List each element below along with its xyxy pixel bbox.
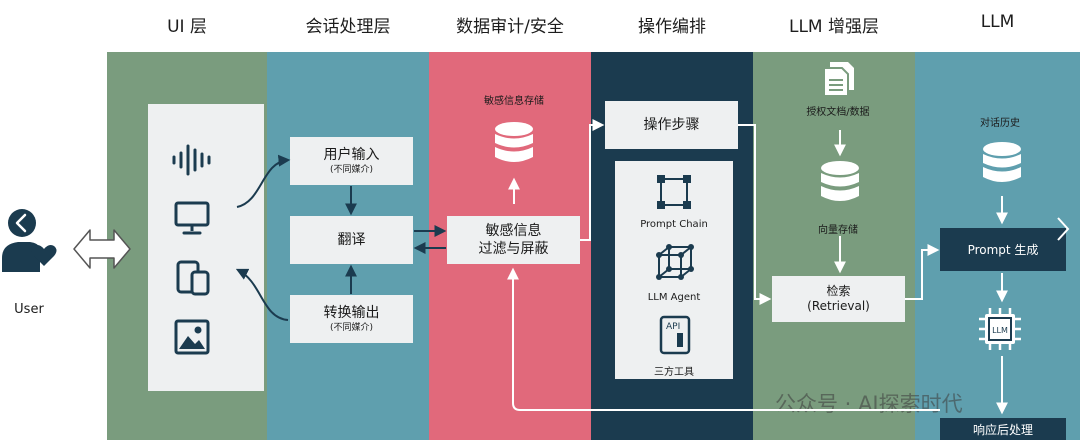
devices-icon [176, 260, 210, 296]
user-input-sub: (不同媒介) [329, 165, 374, 175]
monitor-icon [174, 201, 210, 235]
history-database-icon [983, 142, 1021, 182]
authorized-docs-label: 授权文档/数据 [806, 107, 870, 118]
column-title-augment: LLM 增强层 [788, 17, 879, 37]
convert-output-title: 转换输出 [323, 305, 380, 321]
sensitive-filter-line1: 敏感信息 [485, 223, 542, 239]
prompt-chain-icon [657, 175, 691, 209]
vector-database-icon [821, 161, 859, 201]
retrieval-sub: (Retrieval) [807, 299, 870, 313]
third-party-label: 三方工具 [654, 367, 694, 378]
postprocess-to-filter-connector [507, 267, 940, 411]
sensitive-storage-label: 敏感信息存储 [484, 96, 544, 107]
retrieval-title: 检索 [826, 284, 851, 298]
user-input-box: 用户输入 (不同媒介) [290, 137, 413, 185]
history-label: 对话历史 [980, 118, 1020, 129]
llm-chip-icon: LLM [979, 308, 1021, 350]
column-title-audit: 数据审计/安全 [456, 17, 564, 37]
sensitive-filter-line2: 过滤与屏蔽 [478, 241, 549, 257]
operation-steps-box: 操作步骤 [605, 101, 738, 149]
vector-storage-label: 向量存储 [818, 225, 858, 236]
retrieval-box: 检索 (Retrieval) [772, 276, 905, 322]
column-title-ui: UI 层 [167, 17, 207, 37]
documents-icon [823, 62, 854, 97]
output-to-ui-connector [235, 268, 289, 321]
translate-title: 翻译 [337, 232, 366, 248]
column-title-session: 会话处理层 [305, 17, 391, 37]
steps-to-retrieval-connector [738, 124, 772, 305]
double-arrow-icon [73, 229, 131, 269]
sensitive-filter-box: 敏感信息 过滤与屏蔽 [447, 216, 580, 264]
llm-agent-cube-icon [656, 244, 694, 280]
postprocess-box: 响应后处理 [940, 418, 1066, 440]
sensitive-database-icon [495, 122, 533, 162]
llm-agent-label: LLM Agent [647, 292, 701, 303]
image-icon [174, 319, 210, 355]
column-title-orchestration: 操作编排 [638, 17, 706, 37]
convert-output-sub: (不同媒介) [329, 323, 374, 333]
chip-text: LLM [992, 326, 1008, 335]
filter-to-steps-connector [580, 119, 605, 241]
prompt-chain-label: Prompt Chain [640, 219, 708, 230]
retrieval-to-prompt-connector [905, 244, 940, 300]
translate-box: 翻译 [290, 216, 413, 264]
user-input-title: 用户输入 [323, 147, 380, 163]
right-chevron-icon [1057, 217, 1070, 241]
operation-steps-title: 操作步骤 [643, 117, 700, 133]
ui-panel [148, 104, 264, 391]
ui-to-input-connector [236, 154, 291, 208]
band-augment [753, 52, 915, 440]
audio-wave-icon [172, 144, 211, 176]
prompt-gen-label: Prompt 生成 [967, 243, 1039, 257]
api-text: API [666, 322, 680, 332]
watermark: 公众号 · AI探索时代 [775, 392, 963, 416]
convert-output-box: 转换输出 (不同媒介) [290, 295, 413, 343]
user-avatar-icon [2, 209, 57, 272]
column-title-llm: LLM [980, 12, 1015, 32]
postprocess-label: 响应后处理 [972, 422, 1033, 437]
prompt-gen-box: Prompt 生成 [940, 228, 1066, 271]
user-label: User [14, 302, 44, 317]
api-tool-icon: API [659, 315, 691, 355]
